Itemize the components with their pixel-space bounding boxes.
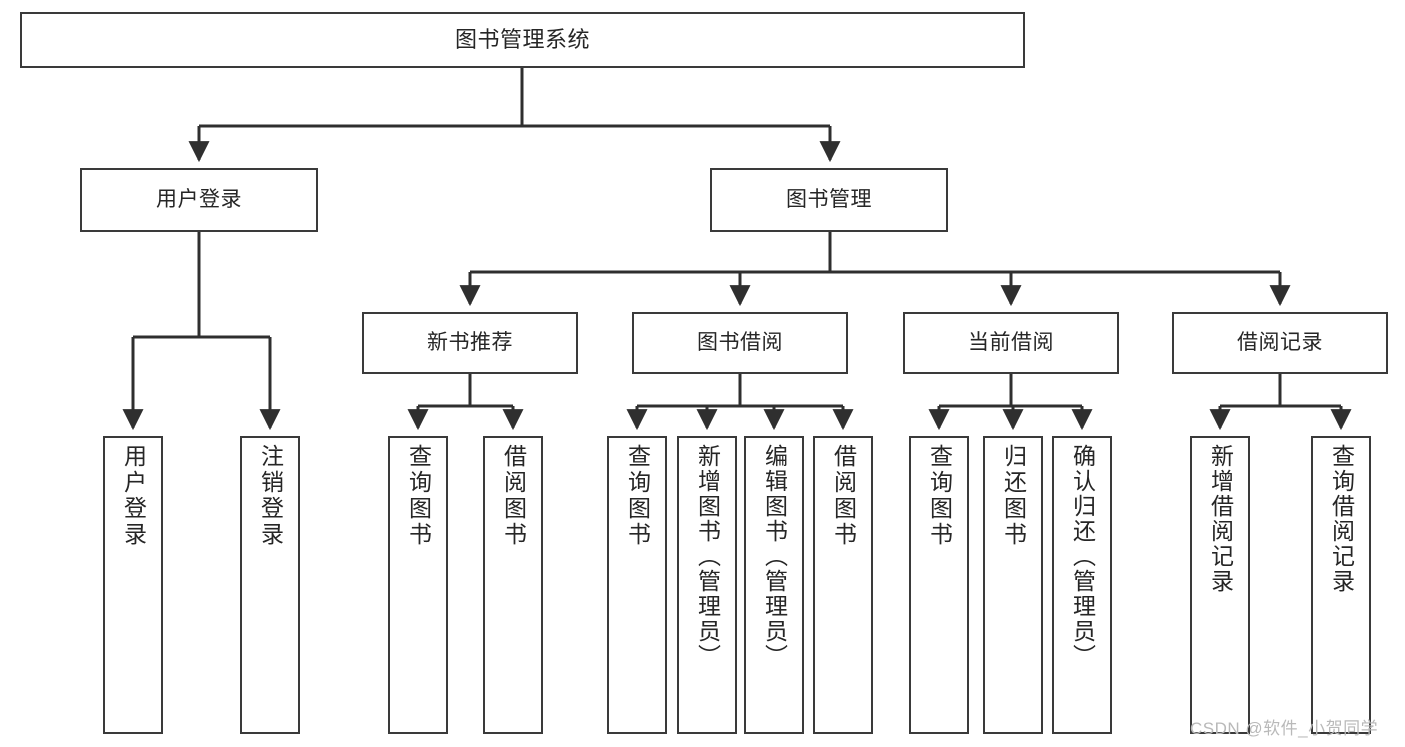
node-book-management-label: 图书管理: [786, 187, 872, 211]
node-leaf-confirm-return-label: 确认归还（管理员）: [1069, 444, 1096, 669]
node-leaf-add-record[interactable]: 新增借阅记录: [1190, 436, 1250, 734]
node-current-borrow[interactable]: 当前借阅: [903, 312, 1119, 374]
node-leaf-add-book-label: 新增图书（管理员）: [694, 444, 721, 669]
node-book-management[interactable]: 图书管理: [710, 168, 948, 232]
node-book-borrow[interactable]: 图书借阅: [632, 312, 848, 374]
node-leaf-borrow-book-2[interactable]: 借阅图书: [813, 436, 873, 734]
node-book-borrow-label: 图书借阅: [697, 330, 783, 354]
node-root-label: 图书管理系统: [454, 27, 590, 53]
node-current-borrow-label: 当前借阅: [968, 330, 1054, 354]
node-leaf-borrow-book-2-label: 借阅图书: [830, 444, 857, 548]
node-leaf-query-book-3[interactable]: 查询图书: [909, 436, 969, 734]
csdn-watermark: CSDN @软件_小贺同学: [1190, 719, 1379, 738]
node-leaf-edit-book[interactable]: 编辑图书（管理员）: [744, 436, 804, 734]
node-new-book-recommend[interactable]: 新书推荐: [362, 312, 578, 374]
node-leaf-logout-label: 注销登录: [257, 444, 284, 548]
node-leaf-confirm-return[interactable]: 确认归还（管理员）: [1052, 436, 1112, 734]
node-borrow-record-label: 借阅记录: [1237, 330, 1323, 354]
node-root-system[interactable]: 图书管理系统: [20, 12, 1025, 68]
node-leaf-borrow-book-1[interactable]: 借阅图书: [483, 436, 543, 734]
node-leaf-query-book-1-label: 查询图书: [405, 444, 432, 548]
node-new-book-recommend-label: 新书推荐: [427, 330, 513, 354]
node-leaf-edit-book-label: 编辑图书（管理员）: [761, 444, 788, 669]
node-leaf-query-book-2-label: 查询图书: [624, 444, 651, 548]
node-leaf-logout[interactable]: 注销登录: [240, 436, 300, 734]
node-leaf-query-record-label: 查询借阅记录: [1328, 444, 1355, 594]
node-leaf-user-login-label: 用户登录: [120, 444, 147, 548]
node-leaf-query-book-3-label: 查询图书: [926, 444, 953, 548]
node-leaf-return-book-label: 归还图书: [1000, 444, 1027, 548]
node-borrow-record[interactable]: 借阅记录: [1172, 312, 1388, 374]
node-user-login-label: 用户登录: [156, 187, 242, 211]
node-user-login[interactable]: 用户登录: [80, 168, 318, 232]
node-leaf-query-book-1[interactable]: 查询图书: [388, 436, 448, 734]
node-leaf-add-record-label: 新增借阅记录: [1207, 444, 1234, 594]
node-leaf-query-record[interactable]: 查询借阅记录: [1311, 436, 1371, 734]
node-leaf-add-book[interactable]: 新增图书（管理员）: [677, 436, 737, 734]
node-leaf-user-login[interactable]: 用户登录: [103, 436, 163, 734]
node-leaf-query-book-2[interactable]: 查询图书: [607, 436, 667, 734]
node-leaf-return-book[interactable]: 归还图书: [983, 436, 1043, 734]
node-leaf-borrow-book-1-label: 借阅图书: [500, 444, 527, 548]
